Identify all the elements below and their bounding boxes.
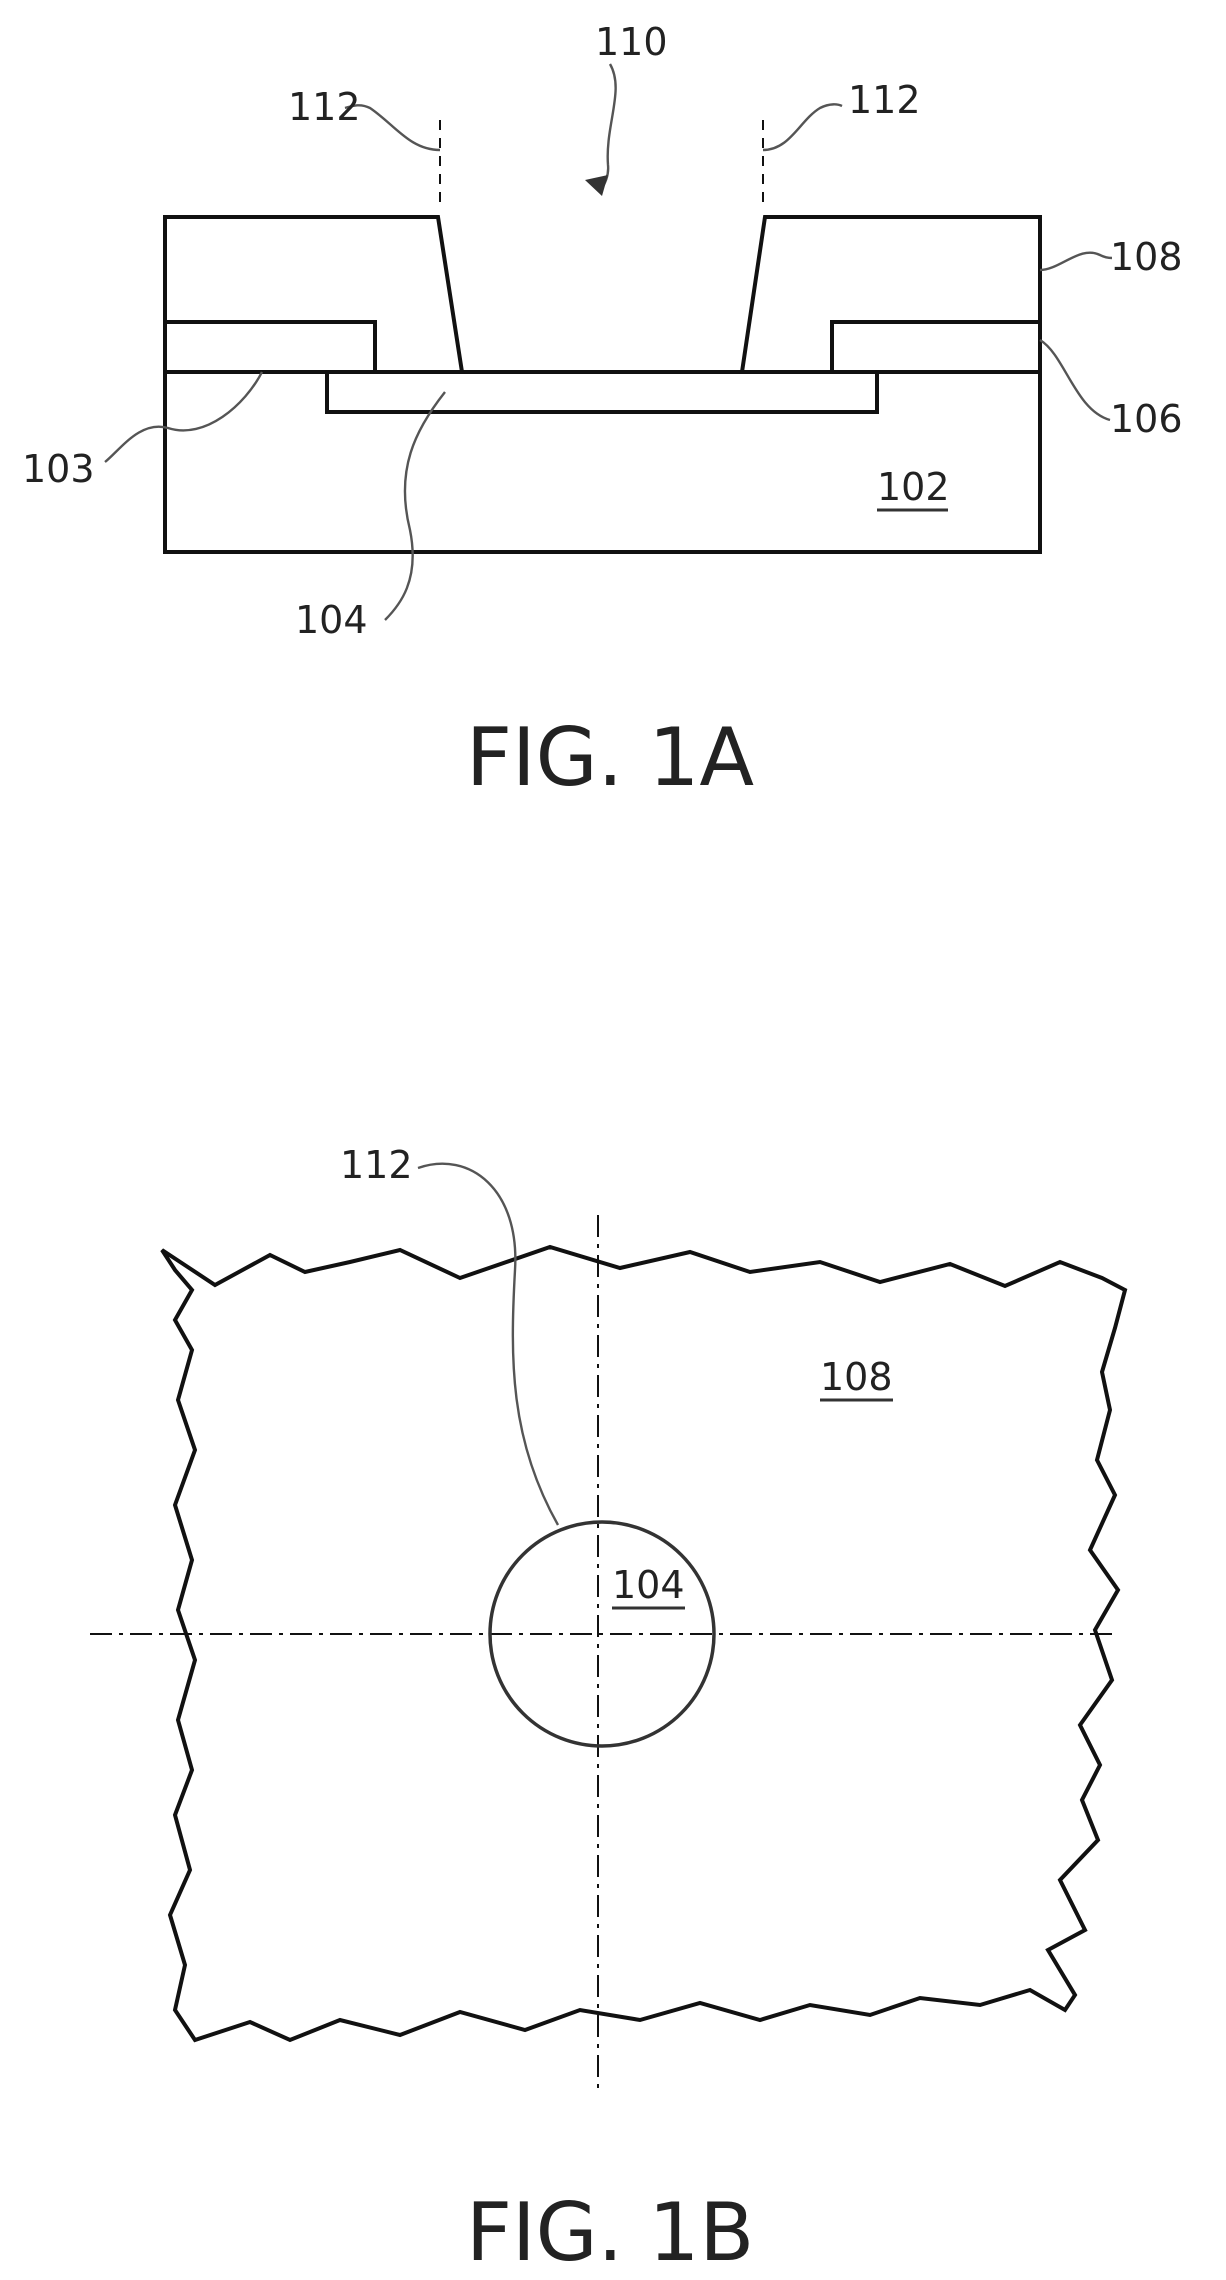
label-112-left: 112 [288,85,361,129]
label-103: 103 [22,447,95,491]
label-112-right: 112 [848,78,921,122]
layer-106-left [165,322,375,372]
label-112-1b: 112 [340,1143,413,1187]
label-110: 110 [595,20,668,64]
layer-106-right [832,322,1040,372]
figure-1b: 112 108 104 FIG. 1B [90,1143,1125,2279]
label-108-1a: 108 [1110,235,1183,279]
leader-106 [1040,340,1110,420]
label-104-1b: 104 [612,1563,685,1607]
label-102: 102 [877,465,950,509]
arrow-110-head [585,175,608,196]
label-106: 106 [1110,397,1183,441]
leader-108 [1040,253,1112,270]
caption-fig-1a: FIG. 1A [466,711,754,804]
label-108-1b: 108 [820,1355,893,1399]
caption-fig-1b: FIG. 1B [466,2186,754,2279]
figure-1a: 110 112 112 108 106 103 104 102 FIG. 1A [22,20,1183,804]
layer-108-outline [162,1247,1125,2040]
leader-110 [600,64,616,190]
region-104 [327,372,877,412]
leader-112-right [763,104,842,150]
label-104-1a: 104 [295,598,368,642]
